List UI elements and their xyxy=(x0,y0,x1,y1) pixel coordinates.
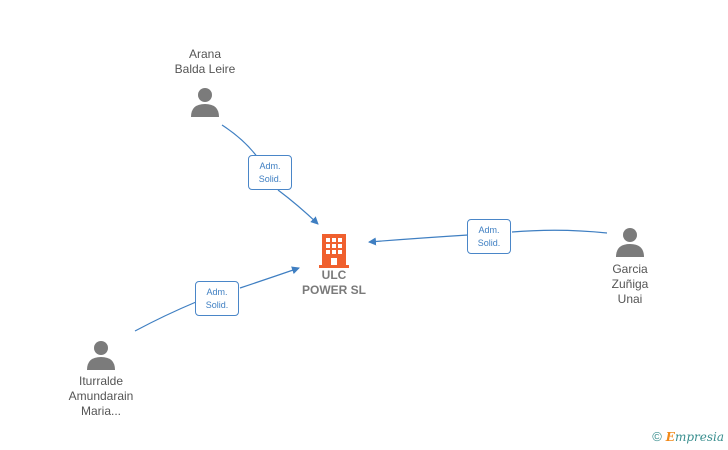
person-icon xyxy=(191,88,219,117)
relation-role: Adm. xyxy=(206,287,228,297)
edge-garcia-to-company xyxy=(369,229,608,242)
person-name-line: Arana xyxy=(188,47,222,61)
relation-badge-garcia[interactable]: Adm. Solid. xyxy=(467,219,511,254)
company-name-line2: POWER SL xyxy=(301,283,366,297)
empresia-watermark: ©Empresia xyxy=(652,429,724,444)
relation-role: Adm. xyxy=(259,161,281,171)
brand-logo-text: mpresia xyxy=(674,430,724,444)
person-name-line: Balda Leire xyxy=(174,62,236,76)
relation-type: Solid. xyxy=(477,238,501,248)
person-name-line: Iturralde xyxy=(78,374,124,388)
person-name-line: Unai xyxy=(617,292,643,306)
edge-iturralde-to-company xyxy=(134,268,299,332)
person-node-garcia[interactable]: Garcia Zuñiga Unai xyxy=(585,227,675,307)
person-icon xyxy=(616,228,644,257)
relation-type: Solid. xyxy=(258,174,282,184)
company-name-line1: ULC xyxy=(321,268,347,282)
relation-role: Adm. xyxy=(478,225,500,235)
person-node-iturralde[interactable]: Iturralde Amundarain Maria... xyxy=(56,340,146,419)
brand-logo-initial: E xyxy=(665,430,675,444)
person-icon xyxy=(87,341,115,370)
relation-badge-arana[interactable]: Adm. Solid. xyxy=(248,155,292,190)
person-node-arana[interactable]: Arana Balda Leire xyxy=(160,47,250,117)
company-node[interactable]: ULC POWER SL xyxy=(288,232,380,298)
person-name-line: Maria... xyxy=(80,404,121,418)
relation-badge-iturralde[interactable]: Adm. Solid. xyxy=(195,281,239,316)
copyright-icon: © xyxy=(652,429,662,444)
person-name-line: Amundarain xyxy=(68,389,134,403)
building-icon xyxy=(319,234,349,268)
person-name-line: Garcia xyxy=(612,262,648,276)
relation-type: Solid. xyxy=(205,300,229,310)
person-name-line: Zuñiga xyxy=(611,277,649,291)
